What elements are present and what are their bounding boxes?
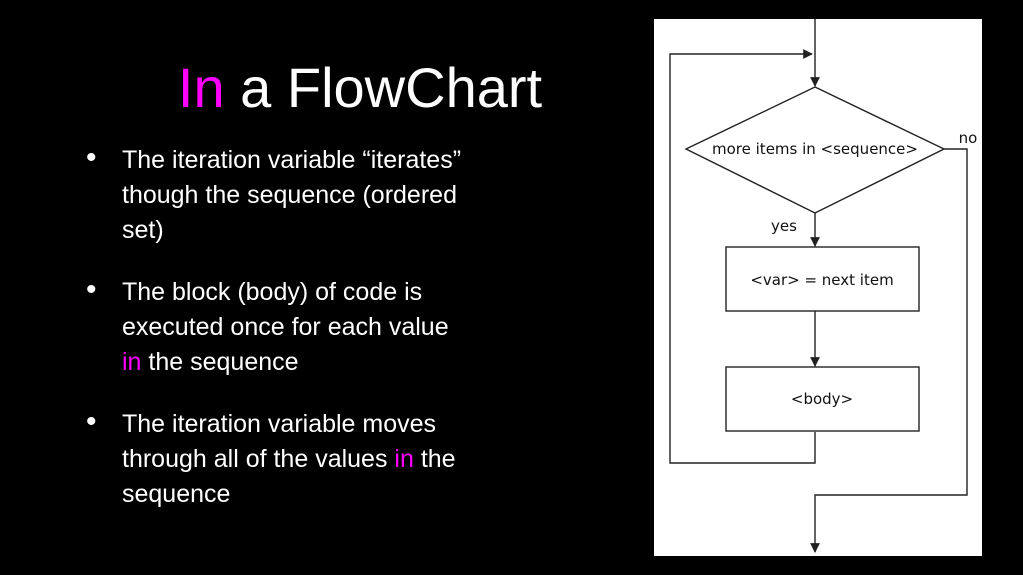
assign-box-label: <var> = next item: [750, 271, 893, 289]
body-box: [725, 366, 920, 432]
assign-box: [725, 246, 920, 312]
bullet-dot-icon: •: [86, 273, 97, 306]
title-rest: a FlowChart: [224, 56, 543, 119]
bullet-dot-icon: •: [86, 141, 97, 174]
flowchart-panel: more items in <sequence> yes no <var> = …: [654, 19, 982, 556]
no-label: no: [959, 129, 978, 147]
bullet-dot-icon: •: [86, 405, 97, 438]
slide-title: In a FlowChart: [0, 52, 720, 124]
bullet-text-after: the sequence: [122, 445, 456, 508]
bullet-item: • The iteration variable “iterates” thou…: [86, 143, 466, 248]
bullet-list: • The iteration variable “iterates” thou…: [86, 143, 466, 539]
bullet-keyword: in: [394, 445, 414, 473]
yes-label: yes: [771, 217, 797, 235]
bullet-item: • The iteration variable moves through a…: [86, 407, 466, 512]
title-keyword: In: [177, 56, 225, 119]
bullet-text-after: the sequence: [141, 348, 299, 376]
bullet-text: The iteration variable moves through all…: [122, 410, 437, 473]
bullet-item: • The block (body) of code is executed o…: [86, 275, 466, 380]
flowchart-diagram: more items in <sequence> yes no <var> = …: [669, 19, 978, 553]
bullet-text: The block (body) of code is executed onc…: [122, 278, 449, 341]
no-exit-line: [810, 148, 968, 553]
bullet-keyword: in: [122, 348, 142, 376]
loop-back-line: [669, 49, 816, 464]
bullet-text: The iteration variable “iterates” though…: [122, 146, 462, 244]
decision-label: more items in <sequence>: [712, 140, 918, 158]
body-box-label: <body>: [791, 390, 853, 408]
